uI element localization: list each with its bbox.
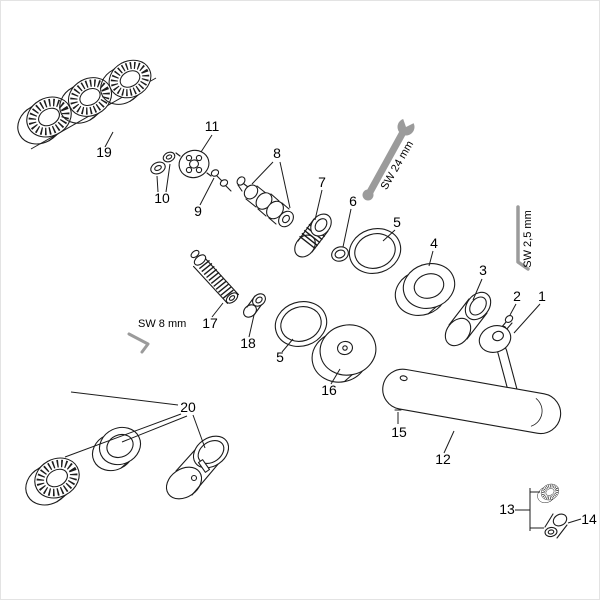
part-5-oring-lower: [274, 301, 328, 347]
part-label-5-upper: 5: [393, 214, 401, 230]
part-label-10: 10: [154, 190, 170, 206]
part-16-escutcheon: [311, 324, 377, 383]
part-label-6: 6: [349, 193, 357, 209]
part-label-12: 12: [435, 451, 451, 467]
part-11-cartridge-disc: [175, 149, 212, 179]
part-20-wall-union-set: [19, 426, 230, 513]
part-17-threaded-rod: [190, 249, 240, 304]
part-18-bushing: [243, 293, 266, 318]
part-label-16: 16: [321, 382, 337, 398]
part-3-handle-sleeve: [444, 291, 492, 347]
part-8-cartridge: [236, 176, 294, 228]
part-9-screws: [210, 169, 232, 192]
part-7-threaded-sleeve: [294, 213, 332, 258]
part-label-11: 11: [205, 118, 220, 134]
part-label-17: 17: [202, 315, 218, 331]
part-10-washers: [150, 151, 176, 175]
part-number-labels: 19 11 10 9 8 7 6 5 4 3 2 1 17 18 5 16 15…: [96, 118, 597, 527]
allen-key-small-icon: [516, 205, 530, 271]
part-label-3: 3: [479, 262, 487, 278]
part-label-9: 9: [194, 203, 202, 219]
part-label-18: 18: [240, 335, 256, 351]
part-1-lever-handle: [478, 325, 518, 396]
part-label-4: 4: [430, 235, 438, 251]
part-label-13: 13: [499, 501, 515, 517]
part-12-spout: [382, 368, 562, 435]
allen-key-small-label: SW 2,5 mm: [522, 210, 534, 267]
part-label-19: 19: [96, 144, 112, 160]
part-label-2: 2: [513, 288, 521, 304]
part-6-seal-ring: [331, 246, 349, 262]
part-5-oring-upper: [348, 228, 402, 274]
open-end-wrench-icon: [362, 110, 420, 201]
part-label-5-lower: 5: [276, 349, 284, 365]
allen-key-medium-label: SW 8 mm: [138, 318, 186, 330]
part-label-1: 1: [538, 288, 546, 304]
part-19-knurled-sleeves: [11, 53, 158, 151]
part-label-14: 14: [581, 511, 597, 527]
part-label-20: 20: [180, 399, 196, 415]
allen-key-medium-icon: [127, 332, 150, 354]
part-14-outlet-elbow: [544, 513, 568, 539]
part-label-8: 8: [273, 145, 281, 161]
part-label-7: 7: [318, 174, 326, 190]
leader-lines: [64, 131, 582, 531]
part-label-15: 15: [391, 424, 407, 440]
part-13-aerator: [533, 479, 564, 508]
part-4-spacer-ring: [394, 263, 456, 316]
